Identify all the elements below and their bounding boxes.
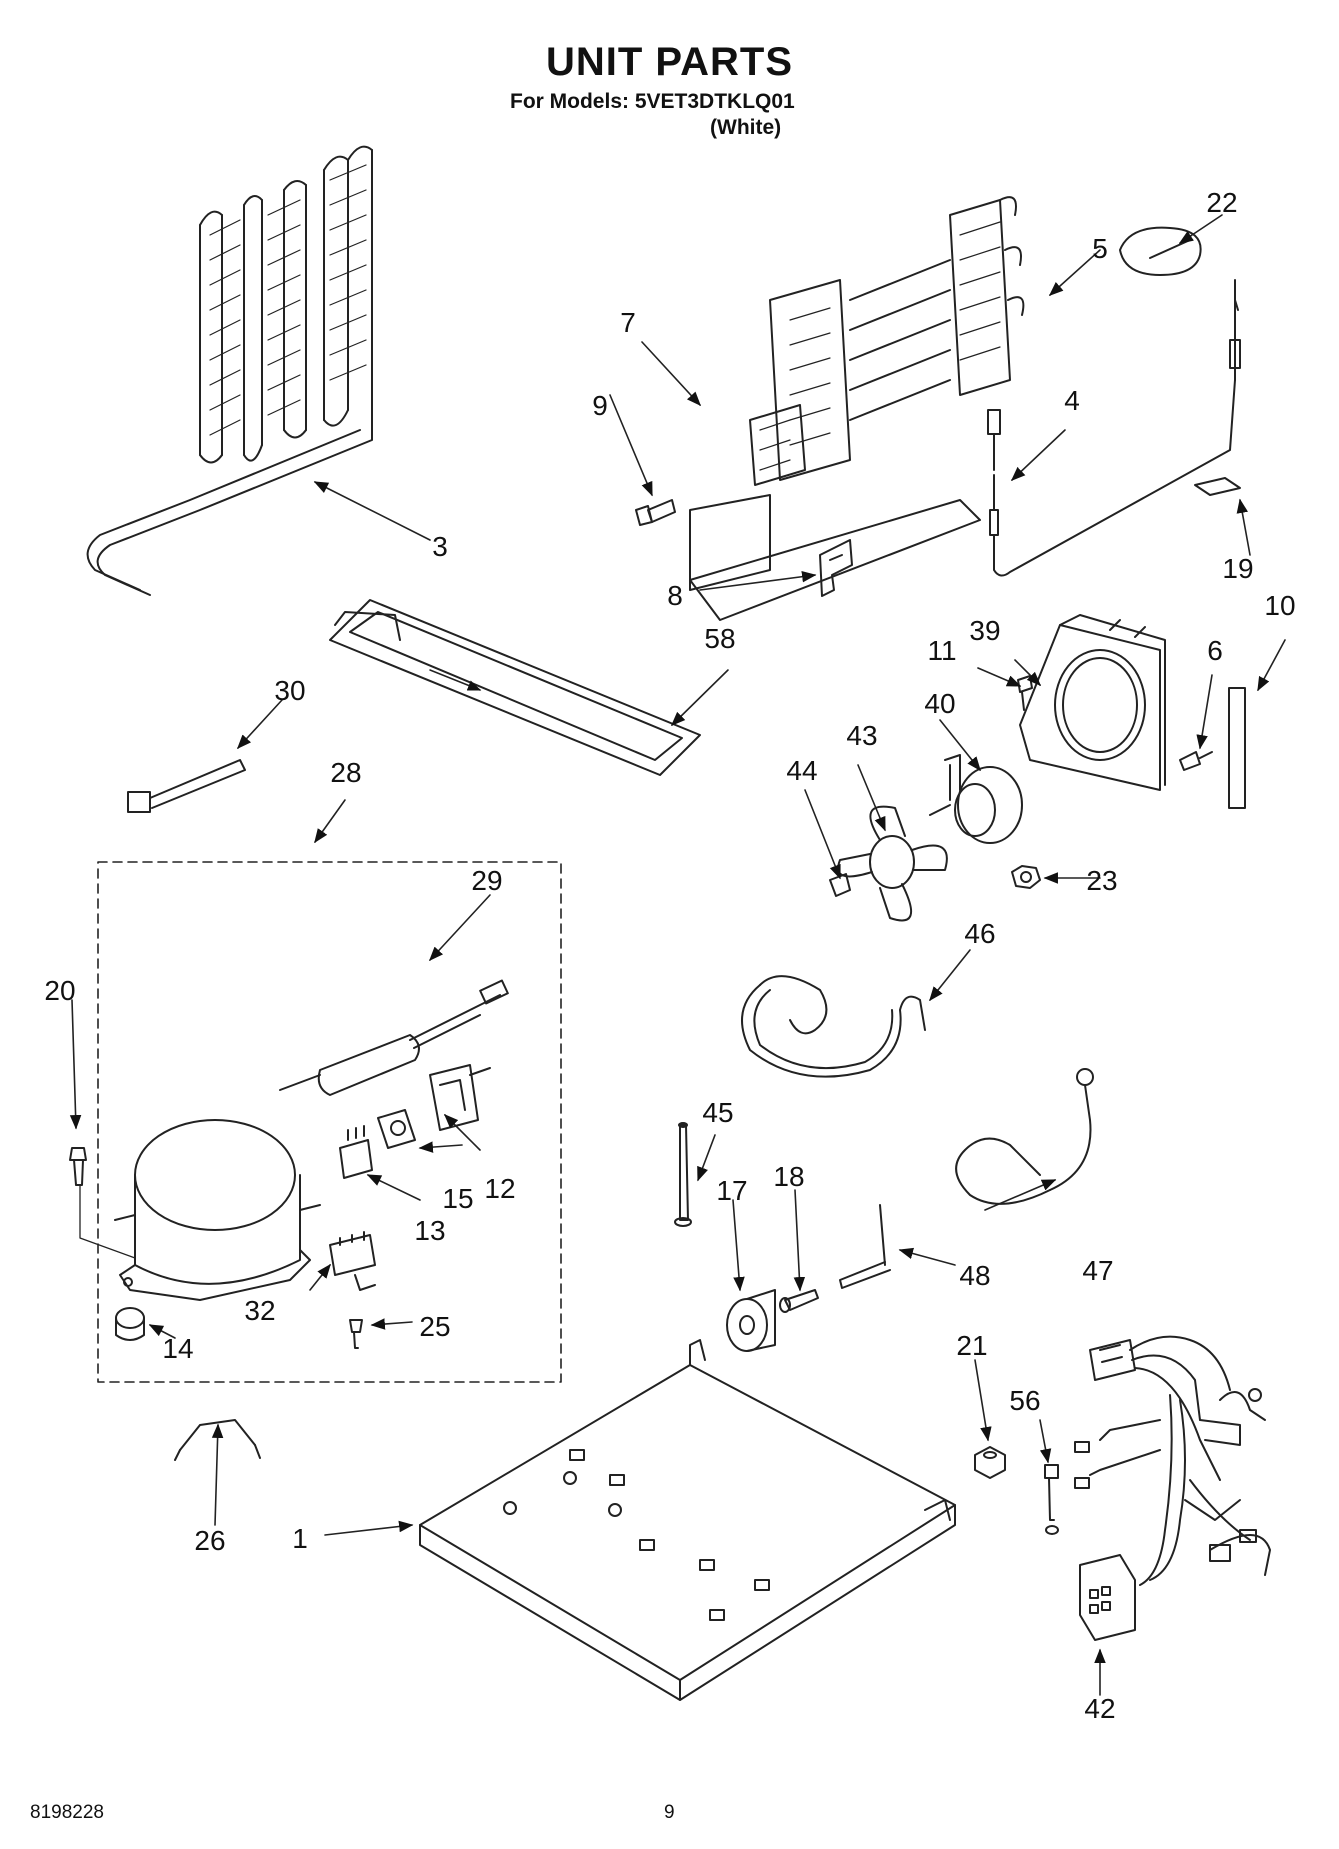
callout-21: 21: [956, 1330, 987, 1361]
sensor-wire-part: [987, 279, 1241, 577]
callout-23: 23: [1086, 865, 1117, 896]
callout-58: 58: [704, 623, 735, 654]
callout-48: 48: [959, 1260, 990, 1291]
callout-44: 44: [786, 755, 817, 786]
fan-clip-part: [829, 873, 851, 897]
callout-19: 19: [1222, 553, 1253, 584]
callout-1: 1: [292, 1523, 308, 1554]
callout-30: 30: [274, 675, 305, 706]
callout-9: 9: [592, 390, 608, 421]
callout-42: 42: [1084, 1693, 1115, 1724]
model-color: (White): [710, 116, 782, 139]
condenser-coil-part: [86, 145, 373, 596]
callout-45: 45: [702, 1097, 733, 1128]
cable-tie-part: [127, 759, 246, 813]
pin-part-45: [674, 1122, 692, 1227]
fan-blade-part: [837, 805, 948, 922]
callout-20: 20: [44, 975, 75, 1006]
callout-13: 13: [414, 1215, 445, 1246]
callout-4: 4: [1064, 385, 1080, 416]
callout-56: 56: [1009, 1385, 1040, 1416]
overload-part: [339, 1125, 373, 1179]
screw-part-56: [1044, 1464, 1059, 1535]
wire-harness-part: [1074, 1335, 1271, 1641]
screw-part-25: [349, 1319, 363, 1349]
relay-part: [377, 1109, 416, 1149]
callout-32: 32: [244, 1295, 275, 1326]
fan-motor-part: [929, 754, 1023, 844]
cap-part: [1119, 226, 1202, 276]
callout-26: 26: [194, 1525, 225, 1556]
drain-pan-part: [329, 599, 701, 776]
callout-47: 47: [1082, 1255, 1113, 1286]
callout-3: 3: [432, 531, 448, 562]
callout-29: 29: [471, 865, 502, 896]
nut-part-23: [1011, 865, 1041, 889]
cable-part-47: [955, 1068, 1094, 1205]
callout-5: 5: [1092, 233, 1108, 264]
screw-part-11: [1017, 675, 1033, 711]
grommet-part: [115, 1307, 145, 1341]
callout-12: 12: [484, 1173, 515, 1204]
screw-part-9: [635, 499, 676, 526]
base-plate-part: [419, 1339, 956, 1701]
callout-15: 15: [442, 1183, 473, 1214]
fan-shroud-part: [1019, 614, 1166, 791]
document-number: 8198228: [30, 1802, 104, 1823]
callout-10: 10: [1264, 590, 1295, 621]
sensor-clip-part: [1194, 477, 1241, 496]
callout-arrows: [69, 214, 1286, 1696]
callout-43: 43: [846, 720, 877, 751]
nut-part-21: [974, 1446, 1006, 1479]
compressor-kit-box: [97, 861, 562, 1383]
callout-28: 28: [330, 757, 361, 788]
callout-18: 18: [773, 1161, 804, 1192]
clip-part: [174, 1419, 261, 1461]
callout-14: 14: [162, 1333, 193, 1364]
relay-cover-part: [429, 1064, 491, 1131]
models-line: For Models: 5VET3DTKLQ01: [510, 90, 795, 113]
callout-46: 46: [964, 918, 995, 949]
wheel-part: [726, 1289, 776, 1352]
gasket-strip-part: [1228, 687, 1246, 809]
callout-6: 6: [1207, 635, 1223, 666]
page-number: 9: [664, 1802, 675, 1823]
page-title: UNIT PARTS: [545, 40, 794, 84]
callout-40: 40: [924, 688, 955, 719]
evaporator-part: [689, 196, 1025, 621]
tube-part-48: [839, 1204, 891, 1289]
callout-22: 22: [1206, 187, 1237, 218]
callout-8: 8: [667, 580, 683, 611]
callout-17: 17: [716, 1175, 747, 1206]
callout-11: 11: [927, 635, 956, 666]
screw-part-20: [69, 1147, 136, 1259]
screw-part-6: [1179, 751, 1213, 771]
callout-39: 39: [969, 615, 1000, 646]
callout-7: 7: [620, 307, 636, 338]
callout-25: 25: [419, 1311, 450, 1342]
drier-part: [279, 979, 509, 1096]
compressor-part: [114, 1119, 321, 1301]
capacitor-part: [329, 1231, 376, 1291]
axle-part: [779, 1289, 819, 1313]
bracket-clip-part: [819, 539, 853, 597]
tube-part-46: [741, 975, 926, 1078]
